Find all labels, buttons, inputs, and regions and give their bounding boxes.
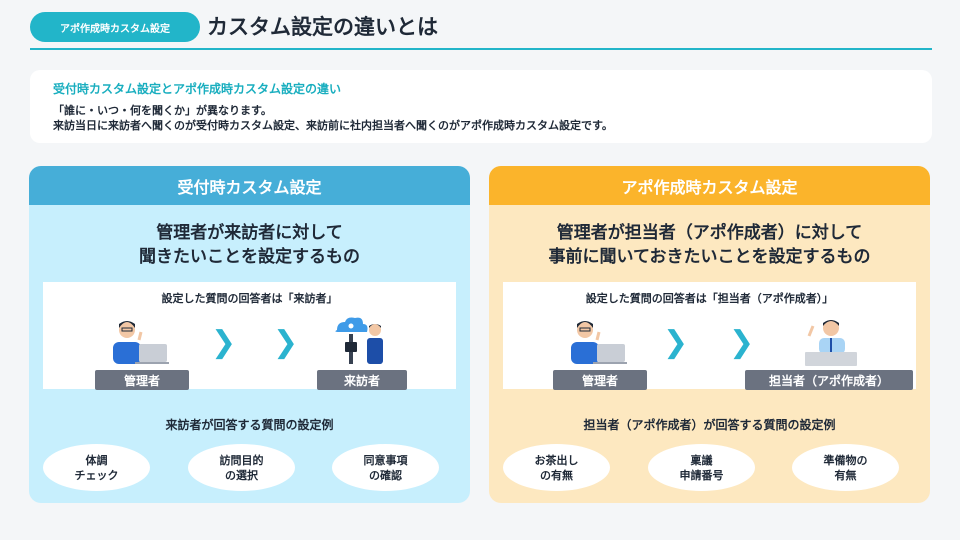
intro-box: 受付時カスタム設定とアポ作成時カスタム設定の違い 「誰に・いつ・何を聞くか」が異… bbox=[30, 70, 932, 143]
intro-title: 受付時カスタム設定とアポ作成時カスタム設定の違い bbox=[53, 82, 342, 96]
visitor-tag: 来訪者 bbox=[317, 370, 407, 390]
panel-heading: 受付時カスタム設定 bbox=[29, 166, 470, 205]
panel-lead-line-2: 聞きたいことを設定するもの bbox=[139, 247, 360, 267]
header: アポ作成時カスタム設定 カスタム設定の違いとは bbox=[30, 12, 932, 52]
panel-lead-line-1: 管理者が担当者（アポ作成者）に対して bbox=[556, 223, 863, 243]
reception-custom-panel: 受付時カスタム設定 管理者が来訪者に対して 聞きたいことを設定するもの 設定した… bbox=[29, 166, 470, 503]
panel-lead-line-1: 管理者が来訪者に対して bbox=[156, 223, 343, 243]
person-at-laptop-icon bbox=[571, 321, 627, 364]
panel-lead: 管理者が担当者（アポ作成者）に対して 事前に聞いておきたいことを設定するもの bbox=[489, 221, 930, 269]
respondent-box: 設定した質問の回答者は「来訪者」 ❯ ❯ 管理者 来訪者 bbox=[43, 282, 456, 390]
chevron-right-icon: ❯ bbox=[273, 325, 299, 360]
section-badge: アポ作成時カスタム設定 bbox=[30, 12, 200, 42]
chevron-right-icon: ❯ bbox=[729, 325, 755, 360]
intro-line-2: 来訪当日に来訪者へ聞くのが受付時カスタム設定、来訪前に社内担当者へ聞くのがアポ作… bbox=[53, 119, 613, 132]
panel-lead: 管理者が来訪者に対して 聞きたいことを設定するもの bbox=[29, 221, 470, 269]
admin-tag: 管理者 bbox=[95, 370, 189, 390]
respondent-box: 設定した質問の回答者は「担当者（アポ作成者）」 ❯ ❯ 管理者 担当者（アポ作成… bbox=[503, 282, 916, 390]
example-chip: お茶出し の有無 bbox=[503, 444, 610, 491]
respondent-label: 設定した質問の回答者は「担当者（アポ作成者）」 bbox=[585, 292, 834, 305]
intro-line-1: 「誰に・いつ・何を聞くか」が異なります。 bbox=[53, 104, 272, 117]
respondent-label: 設定した質問の回答者は「来訪者」 bbox=[161, 292, 338, 305]
example-chip: 同意事項 の確認 bbox=[332, 444, 439, 491]
chevron-right-icon: ❯ bbox=[211, 325, 237, 360]
example-chip: 準備物の 有無 bbox=[792, 444, 899, 491]
panel-lead-line-2: 事前に聞いておきたいことを設定するもの bbox=[548, 247, 871, 267]
page-title: カスタム設定の違いとは bbox=[207, 15, 438, 39]
example-chip: 体調 チェック bbox=[43, 444, 150, 491]
example-chip: 稟議 申請番号 bbox=[648, 444, 755, 491]
person-at-desk-icon bbox=[805, 320, 857, 366]
example-chip: 訪問目的 の選択 bbox=[188, 444, 295, 491]
admin-tag: 管理者 bbox=[553, 370, 647, 390]
panel-heading: アポ作成時カスタム設定 bbox=[489, 166, 930, 205]
appointment-custom-panel: アポ作成時カスタム設定 管理者が担当者（アポ作成者）に対して 事前に聞いておきた… bbox=[489, 166, 930, 503]
person-at-tablet-icon bbox=[335, 317, 383, 364]
example-label: 来訪者が回答する質問の設定例 bbox=[165, 418, 334, 432]
chevron-right-icon: ❯ bbox=[663, 325, 689, 360]
header-divider bbox=[30, 48, 932, 50]
example-label: 担当者（アポ作成者）が回答する質問の設定例 bbox=[583, 418, 836, 432]
person-at-laptop-icon bbox=[113, 321, 169, 364]
staff-tag: 担当者（アポ作成者） bbox=[745, 370, 913, 390]
